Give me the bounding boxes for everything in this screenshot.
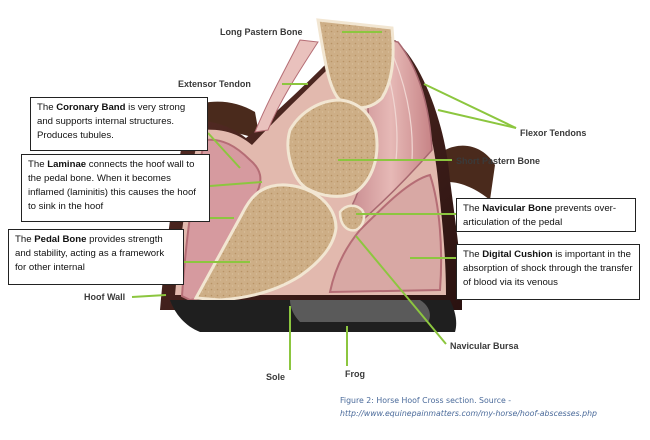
leader-flexor-1 <box>423 83 517 129</box>
callout-text: is important in the absorption of shock … <box>463 249 633 288</box>
callout-prefix: The <box>463 249 483 260</box>
leader-lines <box>131 31 517 370</box>
callout-text: connects the hoof wall to the pedal bone… <box>28 159 196 212</box>
digital-cushion-shape <box>328 173 443 294</box>
callout-term: Coronary Band <box>56 102 126 113</box>
figure-caption-source-url: http://www.equinepainmatters.com/my-hors… <box>340 409 597 418</box>
callout-prefix: The <box>463 203 483 214</box>
pedal-bone-shape <box>193 183 338 302</box>
callout-text: is very strong and supports internal str… <box>37 102 186 141</box>
callout-term: Navicular Bone <box>482 203 553 214</box>
callout-text: provides strength and stability, acting … <box>15 234 165 273</box>
leader-flexor-2 <box>437 109 517 129</box>
hair-right <box>445 145 495 200</box>
leader-laminae <box>209 181 263 187</box>
label-sole: Sole <box>266 372 286 382</box>
short-pastern-bone-shape <box>286 98 379 198</box>
callout-pedal-bone: The Pedal Bone provides strength and sta… <box>8 229 184 285</box>
callout-coronary-band: The Coronary Band is very strong and sup… <box>30 97 208 151</box>
figure-caption-line1: Figure 2: Horse Hoof Cross section. Sour… <box>340 396 512 405</box>
callout-prefix: The <box>37 102 57 113</box>
leader-hoof-wall <box>131 294 167 298</box>
extensor-tendon-shape <box>254 39 319 133</box>
callout-laminae: The Laminae connects the hoof wall to th… <box>21 154 210 222</box>
callout-text: prevents over-articulation of the pedal <box>463 203 617 228</box>
label-long-pastern-bone: Long Pastern Bone <box>220 27 303 37</box>
leader-nav-bursa <box>355 235 447 345</box>
callout-navicular-bone: The Navicular Bone prevents over-articul… <box>456 198 636 232</box>
callout-prefix: The <box>28 159 48 170</box>
callout-prefix: The <box>15 234 35 245</box>
leader-coronary <box>207 132 241 169</box>
callout-term: Pedal Bone <box>34 234 87 245</box>
navicular-bone-shape <box>338 204 366 232</box>
label-hoof-wall: Hoof Wall <box>84 292 126 302</box>
callout-term: Digital Cushion <box>482 249 553 260</box>
label-flexor-tendons: Flexor Tendons <box>520 128 587 138</box>
label-frog: Frog <box>345 369 365 379</box>
label-navicular-bursa: Navicular Bursa <box>450 341 519 351</box>
callout-term: Laminae <box>47 159 87 170</box>
label-short-pastern-bone: Short Pastern Bone <box>456 156 541 166</box>
label-extensor-tendon: Extensor Tendon <box>178 79 251 89</box>
frog-shape <box>290 300 430 322</box>
callout-digital-cushion: The Digital Cushion is important in the … <box>456 244 640 300</box>
